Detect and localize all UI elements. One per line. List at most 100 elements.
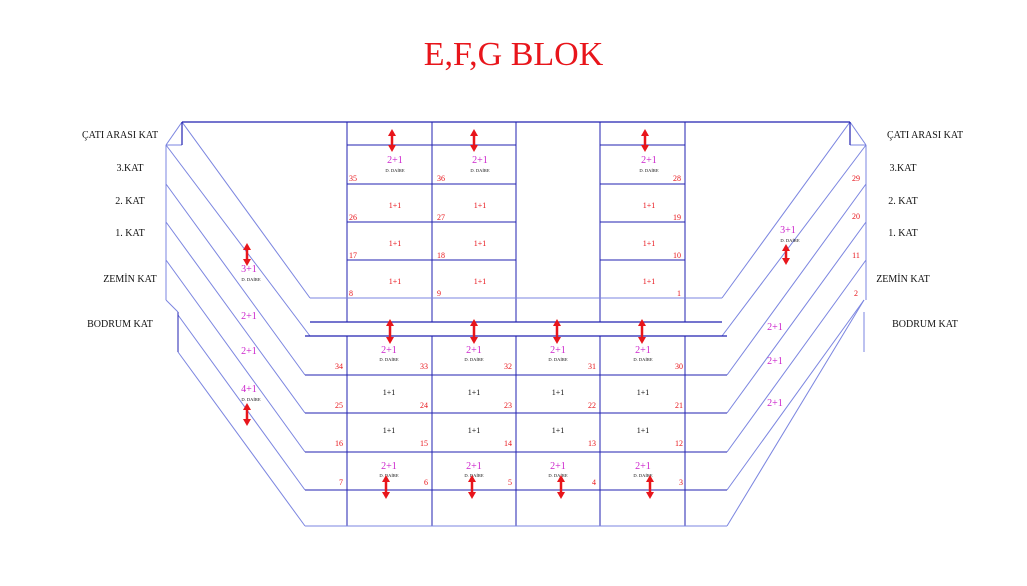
floor-label-left: ÇATI ARASI KAT xyxy=(82,130,158,141)
unit-subtype: D. DAİRE xyxy=(548,473,567,478)
unit-subtype: D. DAİRE xyxy=(385,168,404,173)
unit-type: 1+1 xyxy=(643,201,656,210)
unit-number: 14 xyxy=(504,439,512,448)
arrow-head-up xyxy=(782,244,790,251)
left-wing-slope-line xyxy=(181,121,311,299)
unit-subtype: D. DAİRE xyxy=(379,357,398,362)
unit-type: 1+1 xyxy=(643,277,656,286)
unit-number: 2 xyxy=(854,289,858,298)
unit-type: 1+1 xyxy=(474,239,487,248)
floor-label-right: 3.KAT xyxy=(890,163,917,174)
unit-number: 33 xyxy=(420,362,428,371)
arrow-head-up xyxy=(388,129,396,136)
unit-type: 1+1 xyxy=(637,426,650,435)
floor-label-right: BODRUM KAT xyxy=(892,319,958,330)
right-wing-slope-line xyxy=(726,299,865,491)
unit-type: 2+1 xyxy=(472,155,488,166)
unit-type: 2+1 xyxy=(466,461,482,472)
unit-number: 30 xyxy=(675,362,683,371)
stair-arrow-icon xyxy=(243,403,251,426)
arrow-head-up xyxy=(638,319,646,326)
stair-arrow-icon xyxy=(386,319,394,344)
right-wing-slope-line xyxy=(721,144,867,337)
unit-subtype: D. DAİRE xyxy=(464,473,483,478)
unit-type: 1+1 xyxy=(637,388,650,397)
unit-number: 35 xyxy=(349,174,357,183)
unit-number: 8 xyxy=(349,289,353,298)
wing-unit-subtype: D. DAİRE xyxy=(780,238,799,243)
unit-type: 2+1 xyxy=(381,461,397,472)
unit-type: 2+1 xyxy=(550,461,566,472)
unit-number: 24 xyxy=(420,401,428,410)
unit-number: 12 xyxy=(675,439,683,448)
arrow-head-down xyxy=(243,259,251,266)
wing-unit-type: 2+1 xyxy=(241,311,257,322)
left-ledge xyxy=(165,299,179,313)
floor-label-right: 2. KAT xyxy=(888,196,917,207)
floor-label-left: BODRUM KAT xyxy=(87,319,153,330)
arrow-head-up xyxy=(243,243,251,250)
wing-unit-subtype: D. DAİRE xyxy=(241,397,260,402)
unit-number: 15 xyxy=(420,439,428,448)
unit-number: 3 xyxy=(679,478,683,487)
stair-arrow-icon xyxy=(782,244,790,265)
unit-type: 2+1 xyxy=(550,345,566,356)
right-wing-slope-line xyxy=(726,221,867,414)
stair-arrow-icon xyxy=(382,475,390,499)
floor-label-right: ZEMİN KAT xyxy=(876,273,930,285)
arrow-head-down xyxy=(470,145,478,152)
arrow-head-down xyxy=(243,419,251,426)
stair-arrow-icon xyxy=(468,475,476,499)
arrow-head-up xyxy=(470,129,478,136)
arrow-head-up xyxy=(382,475,390,482)
unit-number: 26 xyxy=(349,213,357,222)
left-wing-slope-line xyxy=(177,314,306,491)
arrow-head-up xyxy=(557,475,565,482)
arrow-head-up xyxy=(243,403,251,410)
left-wing-slope-line xyxy=(165,221,306,414)
unit-number: 32 xyxy=(504,362,512,371)
arrow-head-up xyxy=(646,475,654,482)
unit-type: 2+1 xyxy=(381,345,397,356)
left-wing-slope-line xyxy=(165,183,306,376)
unit-number: 25 xyxy=(335,401,343,410)
unit-number: 17 xyxy=(349,251,357,260)
arrow-head-down xyxy=(386,337,394,344)
unit-number: 21 xyxy=(675,401,683,410)
floor-label-left: 3.KAT xyxy=(117,163,144,174)
unit-number: 31 xyxy=(588,362,596,371)
stair-arrow-icon xyxy=(470,129,478,152)
unit-subtype: D. DAİRE xyxy=(470,168,489,173)
stair-arrow-icon xyxy=(243,243,251,266)
wing-unit-type: 2+1 xyxy=(767,398,783,409)
unit-type: 1+1 xyxy=(552,426,565,435)
unit-number: 34 xyxy=(335,362,343,371)
floor-label-left: ZEMİN KAT xyxy=(103,273,157,285)
right-wing-slope-line xyxy=(726,183,867,376)
unit-number: 19 xyxy=(673,213,681,222)
wing-unit-type: 3+1 xyxy=(241,264,257,275)
unit-number: 28 xyxy=(673,174,681,183)
unit-number: 36 xyxy=(437,174,445,183)
unit-type: 1+1 xyxy=(383,426,396,435)
unit-number: 20 xyxy=(852,212,860,221)
unit-number: 23 xyxy=(504,401,512,410)
arrow-head-up xyxy=(553,319,561,326)
unit-type: 1+1 xyxy=(468,388,481,397)
left-wing-slope-line xyxy=(165,144,311,337)
unit-number: 18 xyxy=(437,251,445,260)
unit-type: 1+1 xyxy=(389,239,402,248)
wing-unit-type: 2+1 xyxy=(241,346,257,357)
floor-label-left: 1. KAT xyxy=(115,228,144,239)
unit-type: 1+1 xyxy=(389,201,402,210)
wing-unit-type: 4+1 xyxy=(241,384,257,395)
unit-type: 2+1 xyxy=(387,155,403,166)
unit-subtype: D. DAİRE xyxy=(633,357,652,362)
unit-subtype: D. DAİRE xyxy=(633,473,652,478)
unit-subtype: D. DAİRE xyxy=(379,473,398,478)
unit-type: 2+1 xyxy=(466,345,482,356)
floor-label-right: 1. KAT xyxy=(888,228,917,239)
wing-unit-type: 2+1 xyxy=(767,322,783,333)
